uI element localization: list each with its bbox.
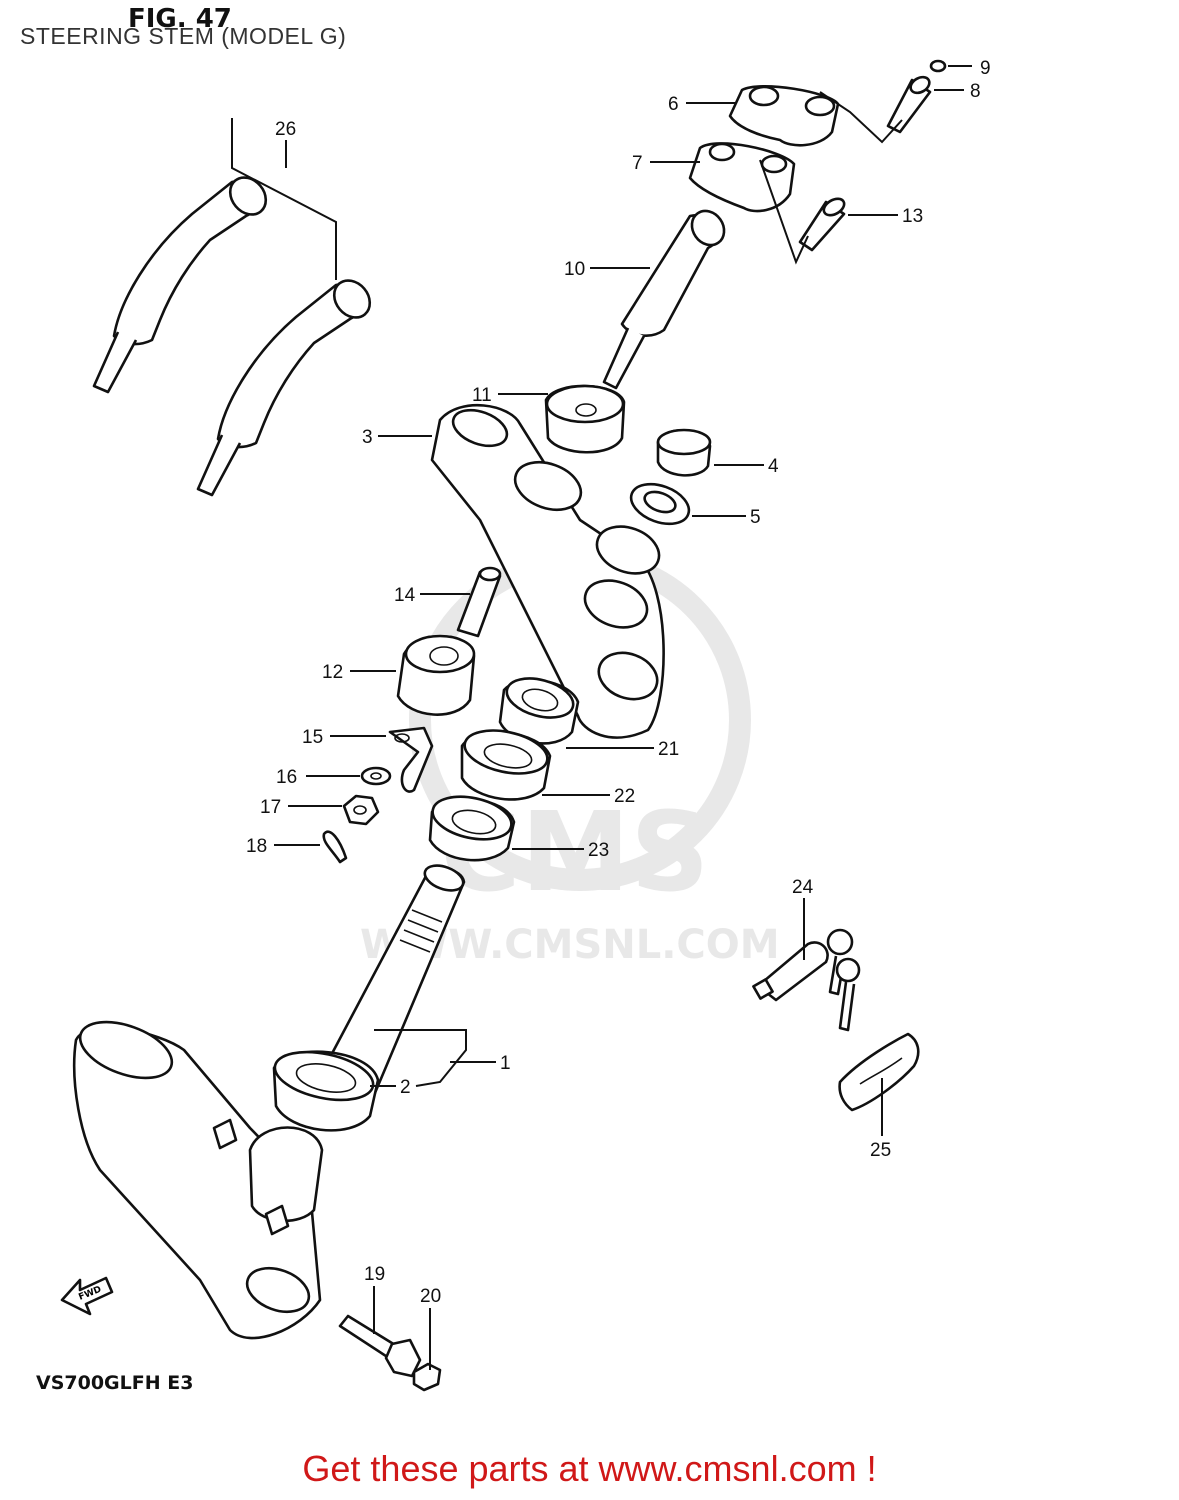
callout-14: 14 [394, 585, 416, 606]
part-9-bolt-cap[interactable] [929, 59, 947, 73]
callout-17: 17 [260, 797, 281, 818]
figure-number: FIG. 47 [128, 4, 232, 34]
part-12-damper[interactable] [396, 634, 476, 716]
part-3-steering-stem-upper-bracket[interactable] [430, 403, 666, 739]
leader-7-to-13 [759, 159, 809, 265]
part-15-clip[interactable] [388, 726, 434, 793]
part-18-cotter-pin[interactable] [322, 830, 348, 864]
callout-6: 6 [668, 94, 679, 115]
part-11-damper-bushing[interactable] [544, 384, 626, 454]
part-21-dust-seal[interactable] [498, 672, 580, 745]
fwd-direction-arrow: FWD [60, 1276, 114, 1316]
part-25-emblem-plate[interactable] [838, 1032, 920, 1112]
callout-4: 4 [768, 456, 779, 477]
callout-25: 25 [870, 1140, 891, 1161]
part-26-handlebar-set[interactable] [92, 118, 377, 497]
callout-10: 10 [564, 259, 585, 280]
part-20-washer-nut[interactable] [412, 1362, 442, 1392]
callout-11: 11 [472, 385, 492, 406]
callout-2: 2 [400, 1077, 411, 1098]
callout-24: 24 [792, 877, 814, 898]
callout-16: 16 [276, 767, 297, 788]
callout-3: 3 [362, 427, 373, 448]
callout-15: 15 [302, 727, 323, 748]
part-7-lower-handlebar-holder[interactable] [688, 142, 796, 213]
part-6-upper-handlebar-holder[interactable] [728, 84, 840, 147]
callout-8: 8 [970, 81, 981, 102]
part-4-stem-cap[interactable] [656, 428, 712, 477]
part-8-holder-bolt[interactable] [886, 74, 932, 134]
callout-23: 23 [588, 840, 609, 861]
figure-title: STEERING STEM (MODEL G) [20, 23, 347, 49]
callout-21: 21 [658, 739, 679, 760]
callout-numbers: 26 6 7 8 9 10 13 11 3 4 5 14 12 15 16 17… [246, 58, 991, 1307]
callout-7: 7 [632, 153, 643, 174]
part-10-handlebar-riser[interactable] [602, 205, 731, 390]
part-19-pinch-bolt[interactable] [338, 1314, 422, 1378]
part-5-washer[interactable] [626, 477, 695, 531]
part-22-bearing-race[interactable] [460, 724, 552, 801]
callout-12: 12 [322, 662, 343, 683]
leader-lines [274, 65, 972, 1370]
part-14-pin[interactable] [456, 566, 502, 638]
callout-20: 20 [420, 1286, 441, 1307]
callout-1: 1 [500, 1053, 511, 1074]
part-17-nut[interactable] [342, 794, 380, 826]
callout-5: 5 [750, 507, 761, 528]
model-code: VS700GLFH E3 [36, 1372, 194, 1394]
cta-link[interactable]: Get these parts at www.cmsnl.com ! [302, 1448, 877, 1489]
part-13-holder-bolt[interactable] [798, 195, 847, 252]
callout-26: 26 [275, 119, 296, 140]
callout-22: 22 [614, 786, 635, 807]
part-24-steering-lock-set[interactable] [752, 928, 861, 1032]
callout-19: 19 [364, 1264, 385, 1285]
leader-6-to-8 [819, 91, 903, 144]
callout-13: 13 [902, 206, 923, 227]
exploded-parts-diagram: CMS WWW.CMSNL.COM [60, 58, 991, 1392]
part-16-washer[interactable] [360, 766, 392, 786]
part-2-dust-seal[interactable] [271, 1044, 380, 1132]
callout-9: 9 [980, 58, 991, 79]
part-1-steering-stem[interactable] [73, 861, 496, 1340]
callout-18: 18 [246, 836, 267, 857]
part-23-steering-bearing[interactable] [428, 790, 516, 862]
